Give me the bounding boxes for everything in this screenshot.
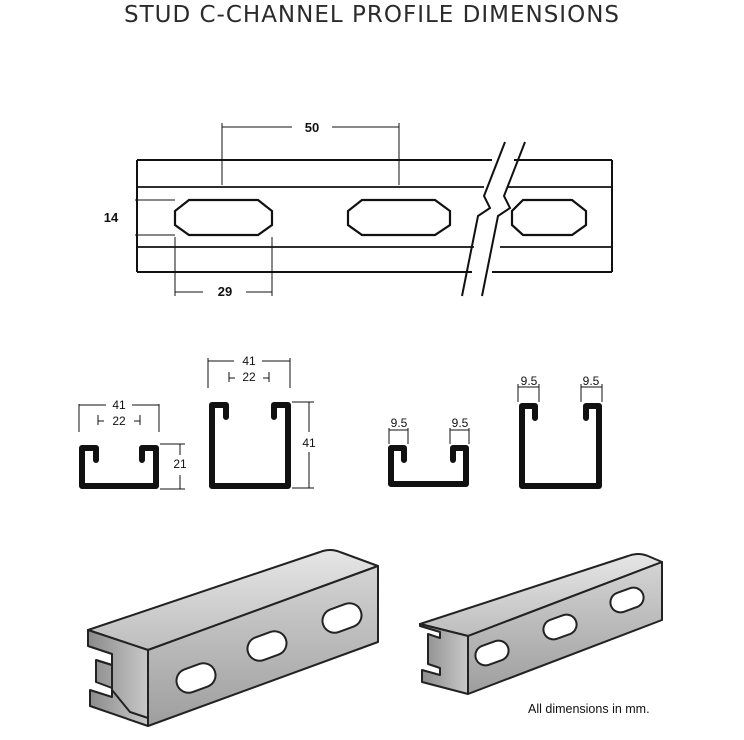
channel-end-profile (419, 623, 469, 695)
profile-small-lip (388, 445, 469, 487)
slot (173, 198, 274, 237)
dim-slot-pitch: 50 (305, 120, 319, 135)
page-title: STUD C-CHANNEL PROFILE DIMENSIONS (123, 2, 620, 28)
profile-large (209, 402, 291, 489)
profile-small (79, 445, 159, 489)
units-note: All dimensions in mm. (528, 702, 650, 716)
profile-large-dimensions (207, 358, 314, 489)
profile-small-lip-dimensions (388, 428, 470, 444)
channel-top-face (419, 553, 663, 637)
dim-large-height: 41 (302, 436, 316, 450)
dim-small-lip-right: 9.5 (452, 416, 469, 430)
profile-large-lip (519, 403, 602, 489)
top-view-channel (136, 159, 613, 273)
dim-large-lip-right: 9.5 (583, 374, 600, 388)
break-lines (461, 141, 526, 297)
channel-3d-small (419, 553, 663, 695)
dim-small-outer-width: 41 (112, 398, 126, 412)
dim-slot-length: 29 (218, 284, 232, 299)
slot (510, 198, 588, 237)
profile-small-dimensions (78, 404, 185, 490)
dim-slot-height: 14 (104, 210, 119, 225)
dim-large-outer-width: 41 (242, 354, 256, 368)
dim-small-opening: 22 (112, 414, 126, 428)
dim-small-lip-left: 9.5 (391, 416, 408, 430)
dim-large-lip-left: 9.5 (521, 374, 538, 388)
profile-large-lip-dimensions (517, 384, 603, 402)
top-view-dimensions (135, 123, 400, 296)
dim-large-opening: 22 (242, 370, 256, 384)
channel-top-face (87, 549, 379, 651)
channel-3d-large (87, 549, 379, 727)
top-view-slots (173, 198, 588, 237)
dim-small-height: 21 (173, 457, 187, 471)
slot (346, 198, 452, 237)
